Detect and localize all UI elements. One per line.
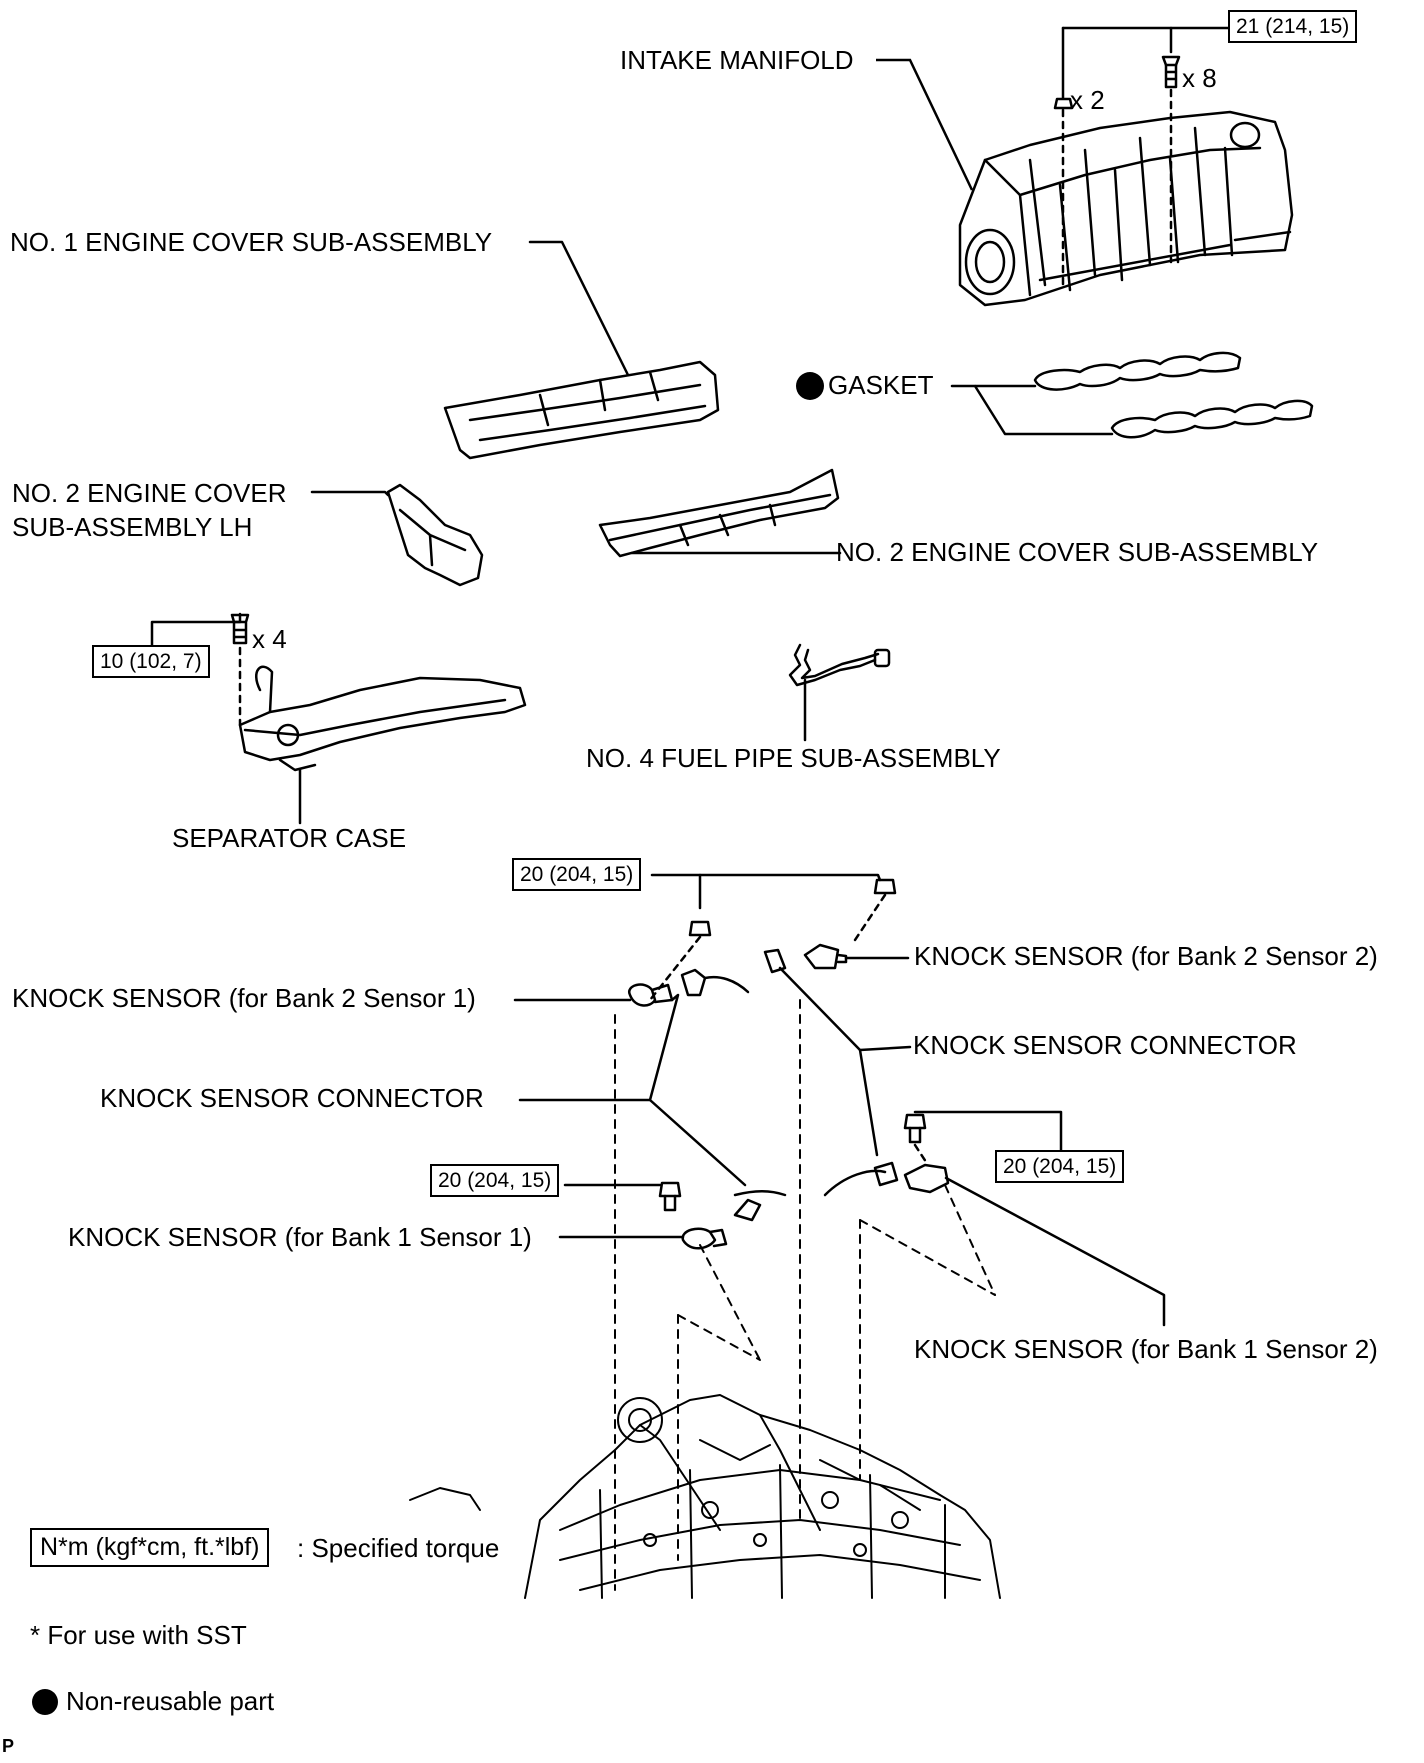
gasket-shapes: [1033, 351, 1314, 439]
label-knock-connector-right: KNOCK SENSOR CONNECTOR: [913, 1030, 1297, 1060]
qty-separator-bolts: x 4: [252, 624, 287, 654]
torque-separator-case: 10 (102, 7): [92, 645, 210, 679]
intake-manifold-shape: [958, 110, 1294, 307]
legend-torque-desc: : Specified torque: [297, 1533, 500, 1563]
knock-bank1-leaders: [558, 1110, 1166, 1327]
no1-cover-leader: [528, 240, 630, 377]
label-no2-engine-cover-lh-line2: SUB-ASSEMBLY LH: [12, 512, 253, 542]
label-no4-fuel-pipe: NO. 4 FUEL PIPE SUB-ASSEMBLY: [586, 743, 1001, 773]
label-no2-engine-cover: NO. 2 ENGINE COVER SUB-ASSEMBLY: [836, 537, 1319, 567]
knock-bank1-parts: [658, 1113, 950, 1250]
legend-torque-unit-box: N*m (kgf*cm, ft.*lbf): [30, 1528, 270, 1567]
legend-non-reusable: Non-reusable part: [66, 1686, 275, 1716]
no4-fuel-pipe-shape: [788, 643, 891, 687]
no2-engine-cover-lh-shape: [386, 483, 484, 587]
qty-manifold-bolts: x 8: [1182, 63, 1217, 93]
label-separator-case: SEPARATOR CASE: [172, 823, 407, 853]
label-gasket: GASKET: [828, 370, 934, 400]
manifold-fasteners: [1053, 26, 1230, 287]
label-no1-engine-cover: NO. 1 ENGINE COVER SUB-ASSEMBLY: [10, 227, 493, 257]
torque-knock-bank2: 20 (204, 15): [512, 858, 642, 892]
legend-dot-icon: [32, 1689, 58, 1715]
separator-fasteners: [150, 612, 250, 727]
alignment-lines: [614, 999, 996, 1591]
knock-bank2-parts: [628, 873, 897, 1007]
knock-bank2-leaders: [513, 956, 912, 1187]
no1-engine-cover-shape: [443, 360, 720, 460]
label-knock-b2s2: KNOCK SENSOR (for Bank 2 Sensor 2): [914, 941, 1378, 971]
non-reusable-marker: [796, 372, 824, 400]
no2-engine-cover-shape: [598, 468, 840, 558]
separator-case-shape: [238, 665, 527, 772]
label-no2-engine-cover-lh-line1: NO. 2 ENGINE COVER: [12, 478, 287, 508]
footer-code: P: [2, 1736, 15, 1756]
qty-manifold-nuts: x 2: [1070, 85, 1105, 115]
torque-knock-bank1-sensor2: 20 (204, 15): [995, 1150, 1125, 1184]
torque-knock-bank1-sensor1: 20 (204, 15): [430, 1164, 560, 1198]
legend-sst-note: * For use with SST: [30, 1620, 247, 1650]
gasket-leaders: [950, 384, 1114, 436]
torque-intake-manifold: 21 (214, 15): [1228, 10, 1358, 44]
label-intake-manifold: INTAKE MANIFOLD: [620, 45, 854, 75]
no2-cover-lh-leader: [310, 490, 390, 497]
label-knock-b1s2: KNOCK SENSOR (for Bank 1 Sensor 2): [914, 1334, 1378, 1364]
label-knock-b2s1: KNOCK SENSOR (for Bank 2 Sensor 1): [12, 983, 476, 1013]
label-knock-connector-left: KNOCK SENSOR CONNECTOR: [100, 1083, 484, 1113]
engine-block-shape: [409, 1394, 1001, 1599]
label-knock-b1s1: KNOCK SENSOR (for Bank 1 Sensor 1): [68, 1222, 532, 1252]
